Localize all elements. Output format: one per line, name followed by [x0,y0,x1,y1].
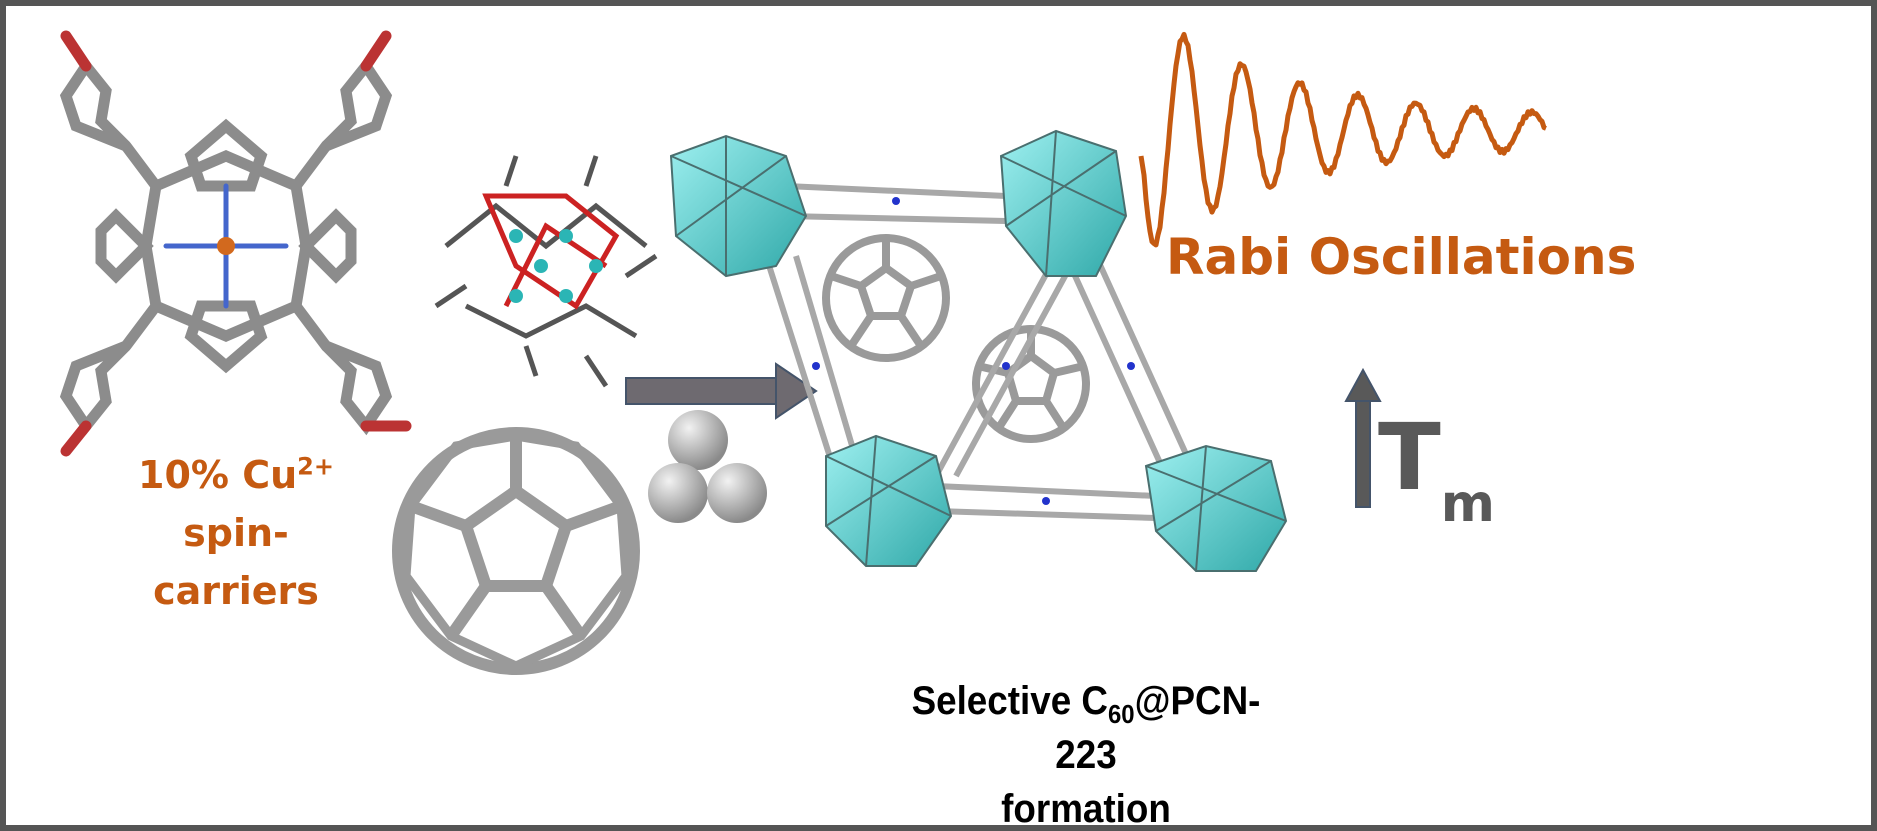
m-subscript: m [1440,474,1495,534]
temperature-arrow-icon [1344,367,1382,508]
carriers-text: carriers [153,569,319,613]
tm-label: Tm [1378,404,1495,530]
illustration [59,30,1547,675]
c60-subscript: 60 [1107,699,1135,729]
spin-carrier-label: 10% Cu2+ spin- carriers [116,446,356,620]
selective-formation-caption: Selective C60@PCN-223 formation [902,674,1270,831]
selective-text: Selective C [911,679,1108,723]
t-text: T [1378,404,1441,511]
spin-text: spin- [183,511,289,555]
cu-charge-text: 2+ [297,452,334,481]
c60-in-pore-2 [972,325,1090,443]
c60-in-pore-1 [822,234,950,362]
formation-text: formation [1001,787,1171,831]
zr-cluster-molecule [434,155,658,388]
rabi-oscillation-curve [1138,31,1547,248]
pcn-text: @PCN-223 [1055,679,1261,777]
gas-spheres [648,410,767,523]
cu-porphyrin-molecule [59,30,412,457]
reaction-arrow [625,362,818,420]
rabi-oscillations-label: Rabi Oscillations [1166,228,1637,286]
pcn-223-framework [669,129,1288,572]
c60-fullerene [392,427,640,675]
cu-percent-text: 10% Cu [138,453,298,497]
